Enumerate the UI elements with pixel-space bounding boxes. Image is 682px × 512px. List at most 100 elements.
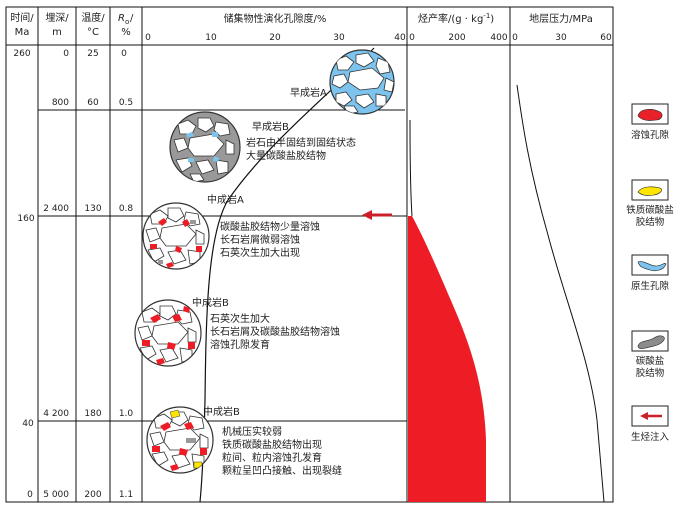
porosity-tick: 0	[145, 33, 151, 43]
thin-section-middle-a	[142, 202, 210, 270]
hc-yield-early-line	[409, 119, 413, 217]
pressure-curve	[516, 84, 605, 503]
stage-title: 中成岩B	[203, 405, 240, 418]
thin-section-early-a	[329, 49, 395, 115]
legend-item-primary-pore: 原生孔隙	[631, 254, 670, 292]
time-labels: 260 160 40 0	[13, 49, 34, 500]
time-label: 40	[22, 419, 34, 429]
time-label: 260	[13, 49, 30, 59]
ro-value: 1.0	[119, 409, 134, 419]
legend-item-ferroan-carbonate: 铁质碳酸盐 胶结物	[626, 179, 674, 228]
temp-value: 60	[87, 98, 99, 108]
stage-note-line: 大量碳酸盐胶结物	[246, 149, 326, 162]
legend-item-dissolution-pore: 溶蚀孔隙	[631, 103, 670, 141]
depth-value: 2 400	[43, 204, 69, 214]
legend-label: 铁质碳酸盐	[626, 204, 674, 216]
depth-header-line1: 埋深/	[45, 12, 69, 24]
hc-tick: 200	[448, 33, 465, 43]
time-label: 160	[17, 214, 34, 224]
temp-header-line2: °C	[87, 27, 99, 38]
ro-header-unit: %	[121, 27, 131, 38]
stage-note-line: 铁质碳酸盐胶结物出现	[222, 438, 322, 451]
stage-early-b: 早成岩B 岩石由半固结到固结状态 大量碳酸盐胶结物	[246, 120, 356, 162]
hydrocarbon-injection-arrow	[362, 210, 392, 220]
stage-middle-b: 中成岩B 石英次生加大 长石岩屑及碳酸盐胶结物溶蚀 溶蚀孔隙发育	[192, 296, 340, 351]
stage-note-line: 石英次生加大出现	[220, 246, 300, 259]
stage-note-line: 长石岩屑微弱溶蚀	[220, 233, 300, 246]
depth-value: 0	[63, 49, 69, 59]
hc-header: 烃产率/(g · kg-1)	[418, 12, 494, 25]
stage-middle-a: 中成岩A 碳酸盐胶结物少量溶蚀 长石岩屑微弱溶蚀 石英次生加大出现	[207, 193, 320, 259]
ro-header-subscript: o	[125, 18, 129, 26]
ro-value: 1.1	[119, 490, 133, 500]
pressure-tick: 0	[512, 33, 518, 43]
stage-note-line: 粒间、粒内溶蚀孔发育	[222, 451, 322, 464]
time-header-line2: Ma	[15, 27, 30, 38]
stage-title: 早成岩A	[290, 86, 327, 99]
temp-value: 200	[84, 490, 101, 500]
porosity-tick: 20	[269, 33, 281, 43]
legend-label: 碳酸盐	[636, 355, 665, 367]
stage-title: 中成岩A	[207, 193, 244, 206]
table-frame	[5, 6, 614, 503]
stage-title: 早成岩B	[252, 120, 289, 133]
legend-label: 生烃注入	[631, 431, 670, 443]
porosity-ticks: 0 10 20 30 40	[145, 33, 406, 43]
stage-note-line: 颗粒呈凹凸接触、出现裂缝	[222, 464, 342, 477]
pressure-tick: 30	[555, 33, 567, 43]
stage-note-line: 石英次生加大	[210, 312, 270, 325]
porosity-header: 储集物性演化孔隙度/%	[224, 12, 327, 25]
depth-value: 5 000	[43, 490, 69, 500]
dissolution-pore-icon	[637, 109, 663, 121]
hc-tick: 400	[490, 33, 507, 43]
temp-header-line1: 温度/	[81, 11, 105, 24]
legend-label: 溶蚀孔隙	[631, 129, 670, 141]
porosity-tick: 30	[333, 33, 345, 43]
legend-label: 原生孔隙	[631, 280, 670, 292]
pressure-ticks: 0 30 60	[512, 33, 612, 43]
stage-early-a: 早成岩A	[290, 86, 327, 99]
ro-value: 0.5	[119, 98, 133, 108]
ro-value: 0	[121, 49, 127, 59]
primary-pore-icon	[637, 261, 667, 272]
temp-value: 130	[84, 204, 101, 214]
legend-label: 胶结物	[636, 216, 665, 228]
ro-header-slash: /	[130, 13, 134, 24]
time-label: 0	[27, 490, 33, 500]
stage-note-line: 岩石由半固结到固结状态	[246, 136, 356, 149]
hc-yield-area	[408, 216, 486, 502]
stage-note-line: 溶蚀孔隙发育	[210, 338, 270, 351]
time-header-line1: 时间/	[10, 11, 34, 24]
column-headers: 时间/ Ma 埋深/ m 温度/ °C R o / % 储集物性演化孔隙度/% …	[10, 11, 593, 38]
legend-item-carbonate-cement: 碳酸盐 胶结物	[631, 330, 669, 379]
pressure-tick: 60	[600, 33, 612, 43]
stage-note-line: 长石岩屑及碳酸盐胶结物溶蚀	[210, 325, 340, 338]
hydrocarbon-injection-icon	[640, 412, 662, 420]
temp-value: 25	[87, 49, 98, 59]
legend-item-hydrocarbon-injection: 生烃注入	[631, 405, 670, 443]
hc-tick: 0	[409, 33, 415, 43]
legend-label: 胶结物	[636, 367, 665, 379]
data-rows: 0 25 0 800 60 0.5 2 400 130 0.8 4 200 18…	[43, 49, 133, 500]
porosity-tick: 40	[394, 33, 406, 43]
thin-section-middle-b	[134, 299, 202, 367]
porosity-tick: 10	[205, 33, 217, 43]
thin-section-early-b	[169, 111, 241, 183]
depth-value: 800	[52, 98, 69, 108]
stage-middle-b-deep: 中成岩B 机械压实较弱 铁质碳酸盐胶结物出现 粒间、粒内溶蚀孔发育 颗粒呈凹凸接…	[203, 405, 342, 477]
ro-value: 0.8	[119, 204, 134, 214]
temp-value: 180	[84, 409, 101, 419]
carbonate-cement-icon	[637, 335, 665, 349]
ferroan-carbonate-cement-icon	[637, 186, 662, 196]
depth-header-line2: m	[52, 27, 62, 38]
thin-section-middle-b-deep	[146, 406, 214, 474]
depth-value: 4 200	[43, 409, 69, 419]
stage-note-line: 碳酸盐胶结物少量溶蚀	[220, 220, 320, 233]
stage-note-line: 机械压实较弱	[222, 425, 282, 438]
ro-header-symbol: R	[118, 13, 125, 24]
legend: 溶蚀孔隙 铁质碳酸盐 胶结物 原生孔隙 碳酸盐 胶结物 生烃注入	[626, 103, 674, 443]
pressure-header: 地层压力/MPa	[529, 12, 593, 25]
hc-ticks: 0 200 400	[409, 33, 508, 43]
